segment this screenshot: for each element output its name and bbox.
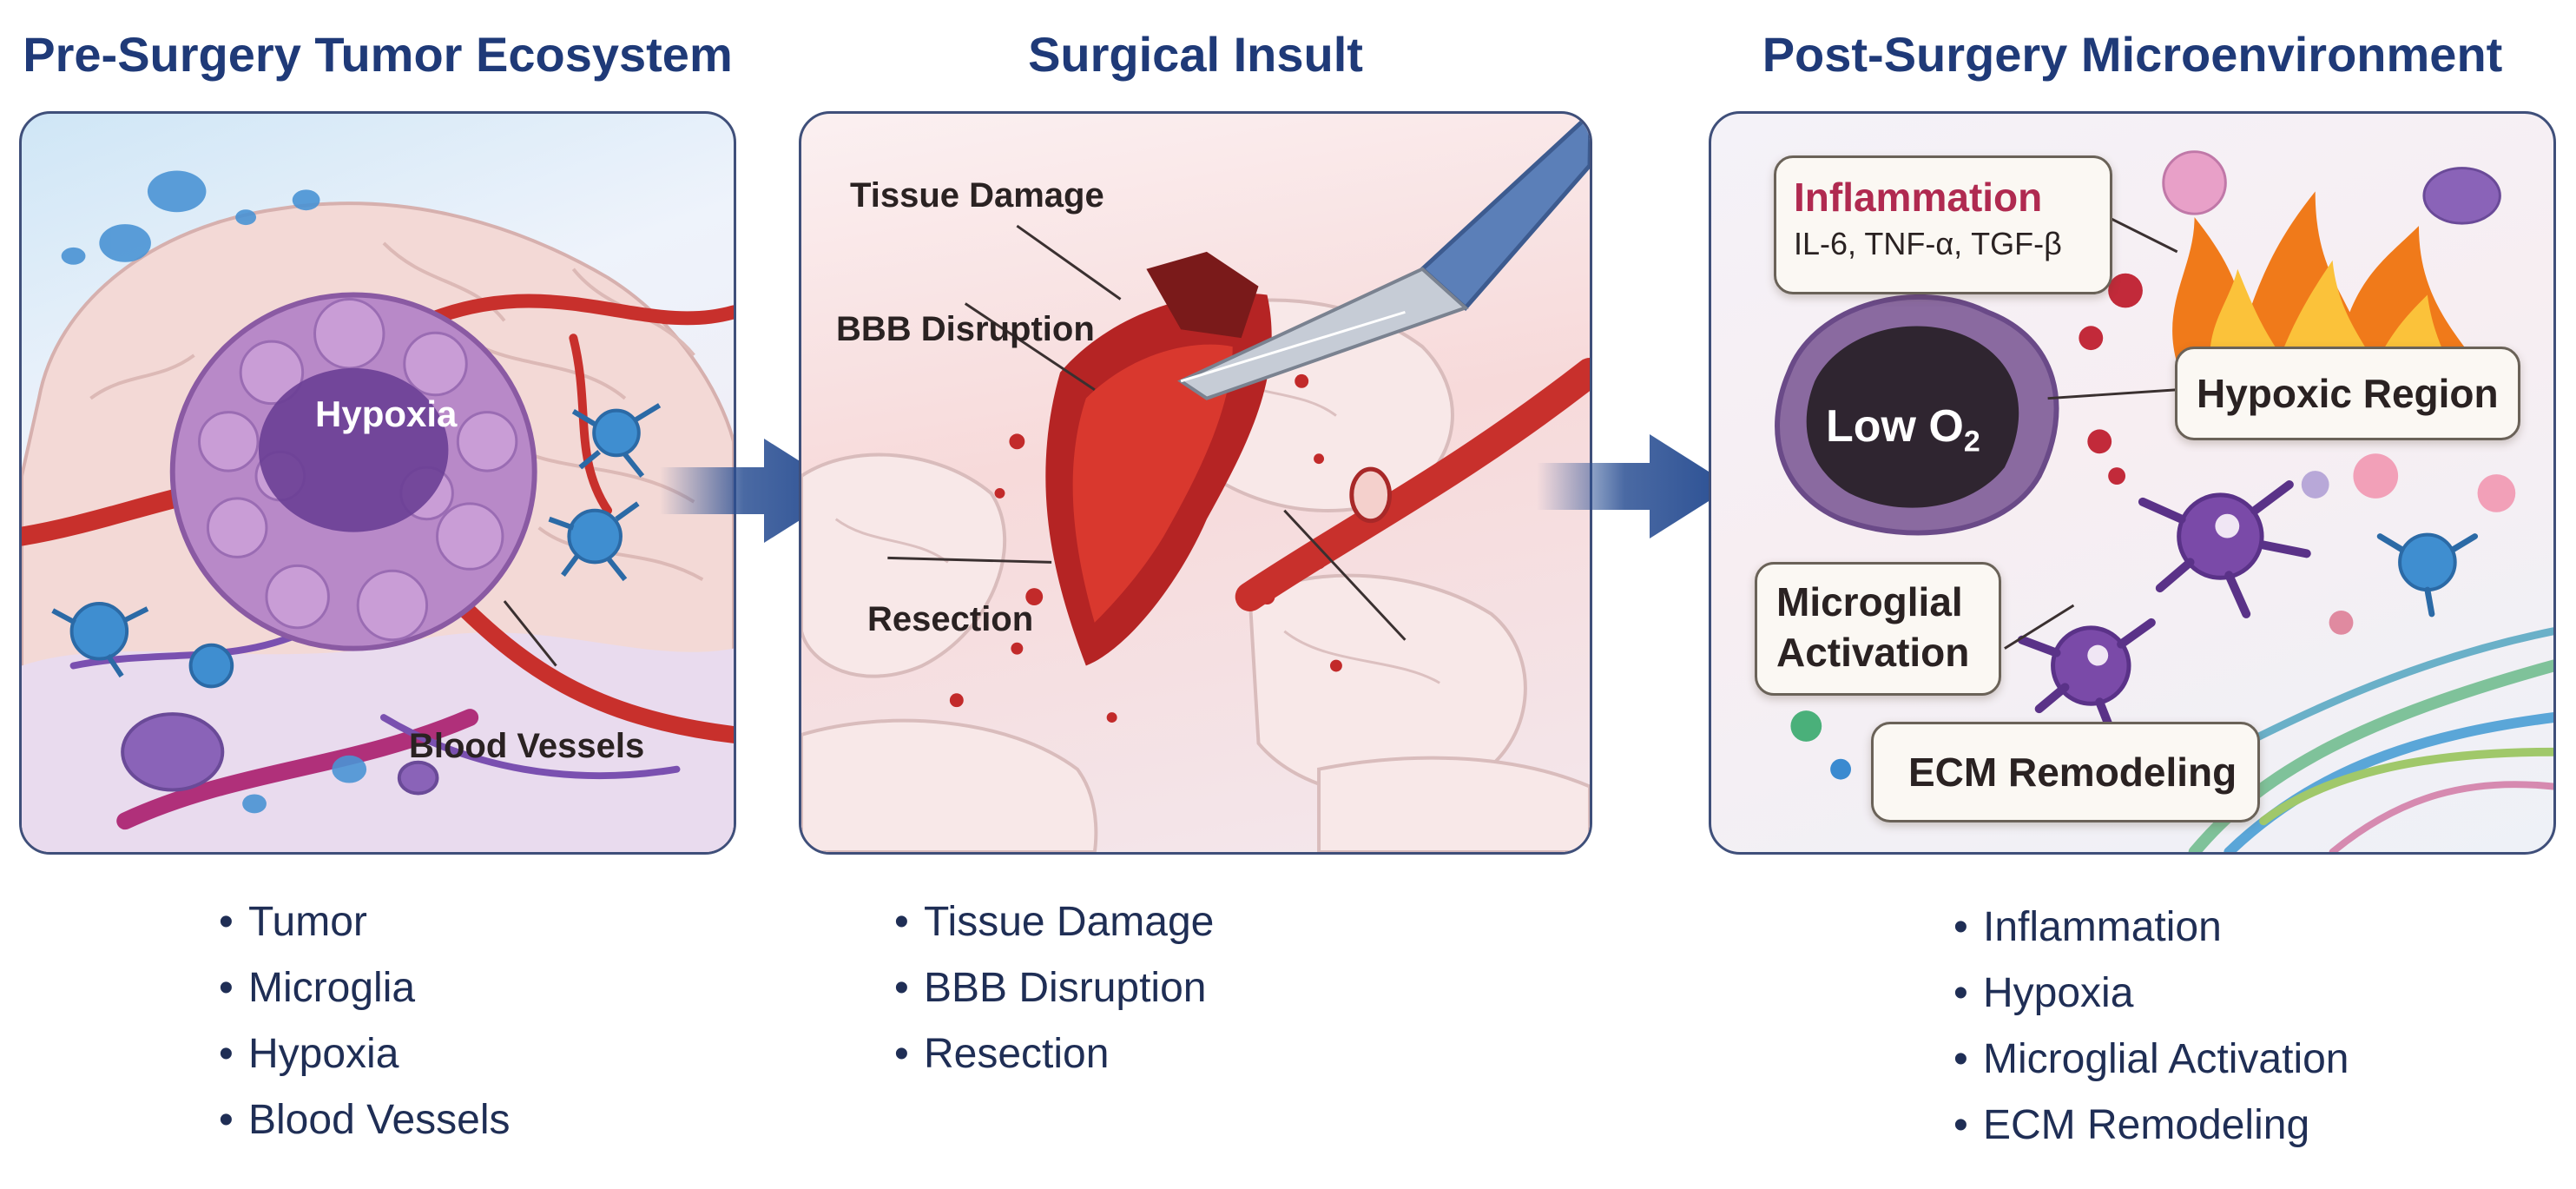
label-inflammation: Inflammation <box>1794 175 2043 220</box>
bullet-item: Hypoxia <box>219 1021 511 1087</box>
bullets-pre-surgery: Tumor Microglia Hypoxia Blood Vessels <box>219 889 511 1153</box>
bullet-item: BBB Disruption <box>894 955 1214 1021</box>
bullet-item: Blood Vessels <box>219 1087 511 1153</box>
stage-title-post-surgery: Post-Surgery Microenvironment <box>1762 27 2503 82</box>
callout-ecm-remodeling: ECM Remodeling <box>1871 722 2260 822</box>
callout-microglial-activation: Microglial Activation <box>1755 562 2001 696</box>
label-microglial-activation-line2: Activation <box>1776 630 1970 675</box>
tumor-mass-icon <box>169 292 537 651</box>
bullet-item: Microglial Activation <box>1953 1027 2349 1093</box>
callout-hypoxic-region: Hypoxic Region <box>2175 347 2520 440</box>
stage-title-pre-surgery: Pre-Surgery Tumor Ecosystem <box>23 27 733 82</box>
bullet-item: Inflammation <box>1953 895 2349 961</box>
label-blood-vessels: Blood Vessels <box>409 727 645 765</box>
bullet-item: Tissue Damage <box>894 889 1214 955</box>
bullets-post-surgery: Inflammation Hypoxia Microglial Activati… <box>1953 895 2349 1159</box>
surgical-insult-illustration <box>801 114 1590 852</box>
bullet-item: Tumor <box>219 889 511 955</box>
surgical-insult-panel: Tissue Damage BBB Disruption Resection <box>799 111 1592 855</box>
bullet-item: Resection <box>894 1021 1214 1087</box>
bullets-surgical-insult: Tissue Damage BBB Disruption Resection <box>894 889 1214 1087</box>
label-tissue-damage: Tissue Damage <box>850 176 1104 215</box>
bullet-item: ECM Remodeling <box>1953 1093 2349 1159</box>
label-bbb-disruption: BBB Disruption <box>836 310 1095 348</box>
right-arrow-icon <box>1537 434 1732 538</box>
scalpel-icon <box>1177 114 1590 400</box>
microglia-cell-icon <box>51 403 662 689</box>
callout-inflammation: Inflammation IL-6, TNF-α, TGF-β <box>1774 155 2112 294</box>
label-resection: Resection <box>867 600 1034 638</box>
post-surgery-panel: Inflammation IL-6, TNF-α, TGF-β Low O2 H… <box>1709 111 2556 855</box>
bullet-item: Hypoxia <box>1953 961 2349 1027</box>
flame-icon <box>2172 191 2471 373</box>
stage-title-surgical-insult: Surgical Insult <box>1028 27 1363 82</box>
label-hypoxic-region: Hypoxic Region <box>2197 371 2499 416</box>
label-cytokines: IL-6, TNF-α, TGF-β <box>1794 226 2062 261</box>
post-surgery-illustration <box>1775 150 2553 852</box>
label-hypoxia: Hypoxia <box>315 393 458 434</box>
bullet-item: Microglia <box>219 955 511 1021</box>
label-ecm-remodeling: ECM Remodeling <box>1908 750 2237 795</box>
pre-surgery-illustration <box>22 170 734 852</box>
pre-surgery-panel: Hypoxia Blood Vessels <box>19 111 736 855</box>
label-microglial-activation-line1: Microglial <box>1776 579 1963 624</box>
label-low-o2: Low O2 <box>1826 401 1980 459</box>
